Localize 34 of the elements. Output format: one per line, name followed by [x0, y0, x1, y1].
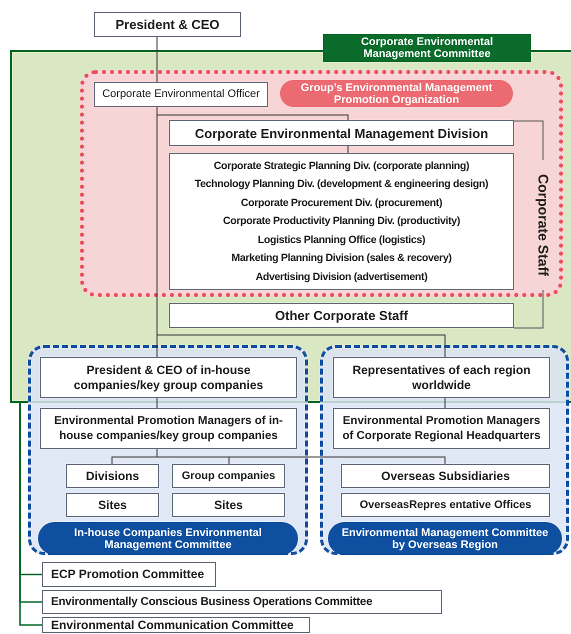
org-box: Corporate Environmental Management Division	[169, 120, 514, 146]
org-box: Sites	[172, 493, 285, 517]
org-box: Representatives of each region worldwide	[333, 357, 550, 398]
division-name: Corporate Procurement Div. (procurement)	[240, 196, 442, 211]
division-name: Corporate Productivity Planning Div. (productivity)	[222, 214, 460, 230]
division-name: Logistics Planning Office (logistics)	[258, 232, 426, 248]
committee-box: Environmentally Conscious Business Operations Committee	[42, 590, 442, 614]
org-box: Divisions	[66, 464, 159, 488]
side-label: Corporate Staff	[534, 173, 552, 278]
committee-box: ECP Promotion Committee	[42, 562, 216, 587]
connector-line	[156, 398, 158, 408]
division-name: Technology Planning Div. (development & engineering design)	[194, 177, 488, 192]
org-box: President & CEO	[94, 12, 241, 37]
division-name: Marketing Planning Division (sales & recovery)	[231, 251, 452, 266]
division-name: Corporate Strategic Planning Div. (corporate planning)	[214, 158, 470, 174]
org-box: Environmental Promotion Managers of Corporate Regional Headquarters	[333, 408, 550, 449]
organization-pill: Group’s Environmental Management Promotion Organization	[280, 80, 513, 107]
division-name: Advertising Division (advertisement)	[256, 270, 428, 285]
committee-tab: Corporate Environmental Management Committee	[323, 34, 531, 62]
committee-pill: In-house Companies Environmental Management Committee	[38, 522, 298, 555]
organization-region	[80, 70, 563, 297]
org-box: President & CEO of in-house companies/key group companies	[40, 357, 297, 398]
committee-box: Environmental Communication Committee	[42, 617, 310, 633]
org-box: Other Corporate Staff	[169, 303, 514, 328]
connector-line	[156, 36, 158, 82]
org-box: Sites	[66, 493, 159, 517]
org-box: Environmental Promotion Managers of in-house companies/key group companies	[40, 408, 297, 449]
org-box: Overseas Subsidiaries	[341, 464, 550, 488]
org-box: Corporate Environmental Officer	[94, 82, 268, 107]
org-box: Group companies	[172, 464, 285, 488]
connector-line	[444, 398, 446, 408]
org-box: OverseasRepres entative Offices	[341, 493, 550, 517]
committee-pill: Environmental Management Committee by Overseas Region	[328, 522, 562, 555]
division-list-box	[169, 153, 514, 290]
